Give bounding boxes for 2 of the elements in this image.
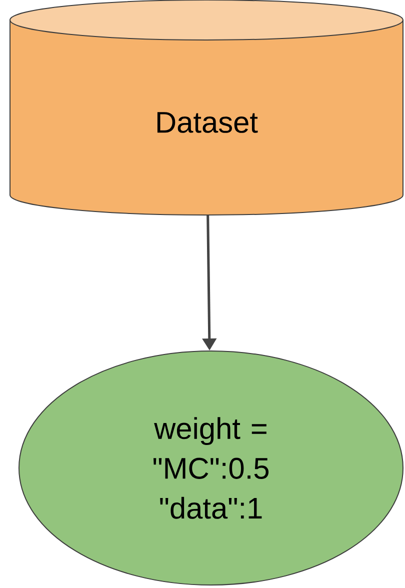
database-cylinder: Dataset: [10, 0, 404, 216]
ellipse-node: weight = "MC":0.5 "data":1: [18, 350, 404, 586]
